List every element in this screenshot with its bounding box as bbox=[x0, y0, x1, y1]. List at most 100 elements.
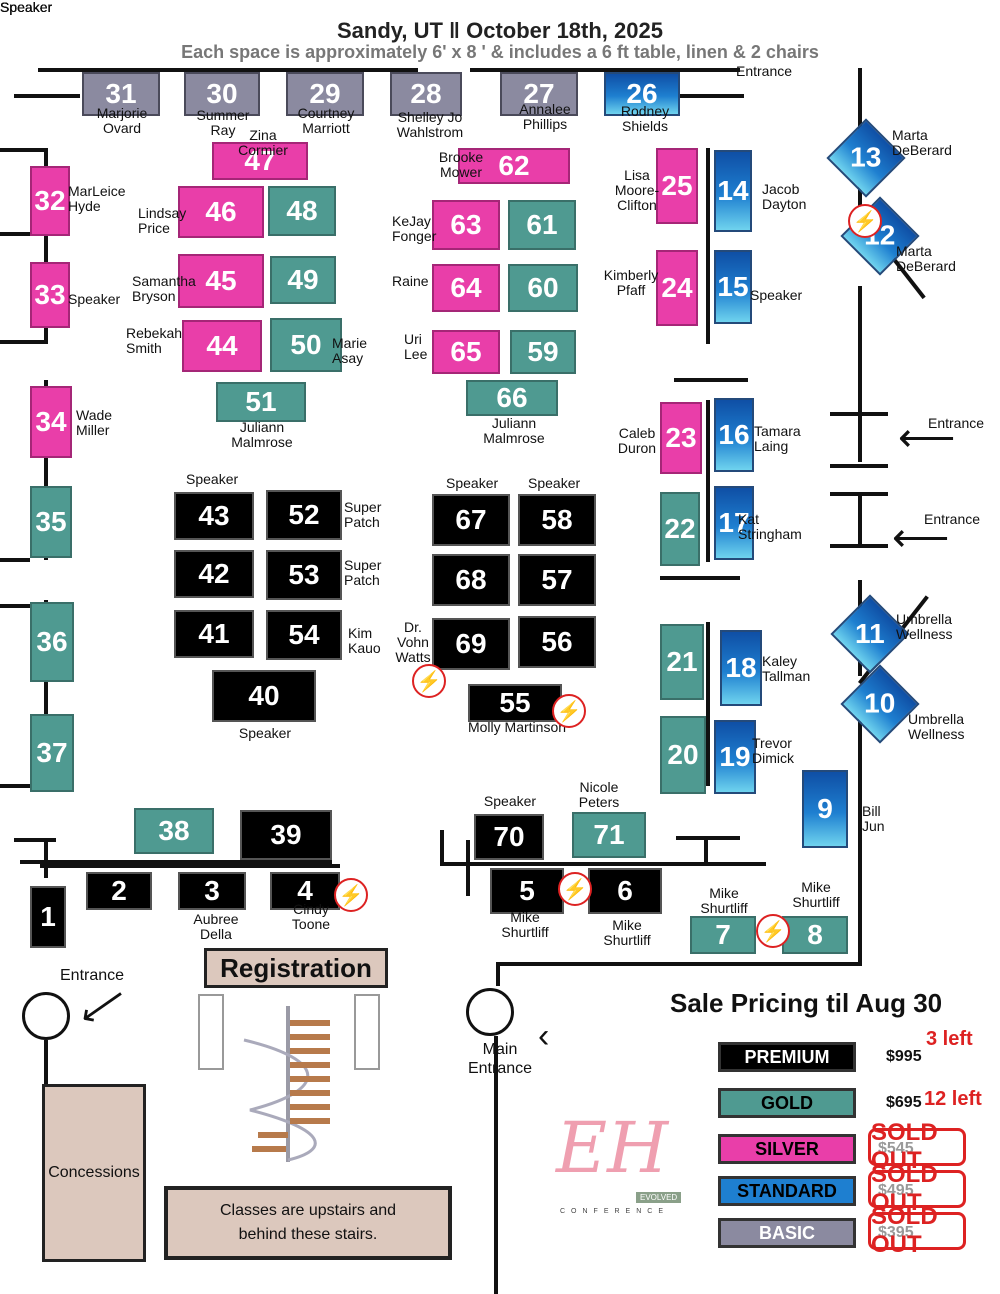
booth-48[interactable]: 48 bbox=[268, 186, 336, 236]
booth-62[interactable]: 62 bbox=[458, 148, 570, 184]
booth-68[interactable]: 68 bbox=[432, 554, 510, 606]
booth-7[interactable]: 7 bbox=[690, 916, 756, 954]
booth-52[interactable]: 52 bbox=[266, 490, 342, 540]
booth-21[interactable]: 21 bbox=[660, 624, 704, 700]
booth-22[interactable]: 22 bbox=[660, 492, 700, 566]
booth-24[interactable]: 24 bbox=[656, 250, 698, 326]
booth-15[interactable]: 15 bbox=[714, 250, 752, 324]
booth-67[interactable]: 67 bbox=[432, 494, 510, 546]
booth-number: 27 bbox=[523, 78, 555, 109]
booth-19[interactable]: 19 bbox=[714, 720, 756, 794]
legend-tier-gold: GOLD bbox=[718, 1088, 856, 1118]
entrance-right-label-2: Entrance bbox=[924, 511, 981, 527]
booth-57[interactable]: 57 bbox=[518, 554, 596, 606]
booth-44[interactable]: 44 bbox=[182, 320, 262, 372]
booth-32[interactable]: 32 bbox=[30, 166, 70, 236]
booth-vendor-label: Rebekah Smith bbox=[126, 325, 183, 356]
booth-18[interactable]: 18 bbox=[720, 630, 762, 706]
door-icon bbox=[22, 992, 70, 1040]
booth-60[interactable]: 60 bbox=[508, 264, 578, 312]
booth-vendor-label: Super Patch bbox=[344, 499, 382, 530]
booth-1[interactable]: 1 bbox=[30, 886, 66, 948]
booth-71[interactable]: 71 bbox=[572, 812, 646, 858]
booth-39[interactable]: 39 bbox=[240, 810, 332, 860]
booth-31[interactable]: 31 bbox=[82, 72, 160, 116]
wall bbox=[0, 340, 48, 344]
booth-42[interactable]: 42 bbox=[174, 550, 254, 598]
booth-vendor-label: Marta DeBerard bbox=[892, 127, 952, 158]
booth-4[interactable]: 4 bbox=[270, 872, 340, 910]
booth-vendor-label: Speaker bbox=[238, 725, 292, 741]
booth-59[interactable]: 59 bbox=[510, 330, 576, 374]
booth-40[interactable]: 40 bbox=[212, 670, 316, 722]
booth-vendor-label: Annalee Phillips bbox=[519, 101, 571, 132]
booth-70[interactable]: 70 bbox=[474, 814, 544, 860]
booth-38[interactable]: 38 bbox=[134, 808, 214, 854]
booth-33[interactable]: 33 bbox=[30, 262, 70, 328]
legend-title: Sale Pricing til Aug 30 bbox=[670, 988, 943, 1018]
booth-29[interactable]: 29 bbox=[286, 72, 364, 116]
booth-number: 10 bbox=[864, 688, 896, 719]
booth-49[interactable]: 49 bbox=[270, 256, 336, 304]
booth-number: 54 bbox=[288, 619, 320, 650]
booth-55[interactable]: 55 bbox=[468, 684, 562, 722]
booth-54[interactable]: 54 bbox=[266, 610, 342, 660]
booth-43[interactable]: 43 bbox=[174, 492, 254, 540]
booth-number: 51 bbox=[245, 386, 277, 417]
booth-66[interactable]: 66 bbox=[466, 380, 558, 416]
booth-5[interactable]: 5 bbox=[490, 868, 564, 914]
booth-16[interactable]: 16 bbox=[714, 398, 754, 472]
booth-28[interactable]: 28 bbox=[390, 72, 462, 116]
booth-41[interactable]: 41 bbox=[174, 610, 254, 658]
power-outlet-icon: ⚡ bbox=[558, 872, 592, 906]
booth-17[interactable]: 17 bbox=[714, 486, 754, 560]
booth-47[interactable]: 47 bbox=[212, 142, 308, 180]
booth-51[interactable]: 51 bbox=[216, 382, 306, 422]
booth-3[interactable]: 3 bbox=[178, 872, 246, 910]
booth-23[interactable]: 23 bbox=[660, 402, 702, 474]
booth-61[interactable]: 61 bbox=[508, 200, 576, 250]
booth-58[interactable]: 58 bbox=[518, 494, 596, 546]
booth-45[interactable]: 45 bbox=[178, 254, 264, 308]
wall bbox=[660, 576, 740, 580]
booth-number: 1 bbox=[40, 901, 56, 932]
booth-50[interactable]: 50 bbox=[270, 318, 342, 372]
booth-vendor-label: Zina Cormier bbox=[238, 127, 288, 158]
booth-30[interactable]: 30 bbox=[184, 72, 260, 116]
wall bbox=[706, 148, 710, 344]
booth-6[interactable]: 6 bbox=[588, 868, 662, 914]
booth-number: 23 bbox=[665, 422, 697, 453]
booth-25[interactable]: 25 bbox=[656, 148, 698, 224]
booth-8[interactable]: 8 bbox=[782, 916, 848, 954]
booth-20[interactable]: 20 bbox=[660, 716, 706, 794]
booth-69[interactable]: 69 bbox=[432, 618, 510, 670]
booth-63[interactable]: 63 bbox=[432, 200, 500, 250]
booth-number: 21 bbox=[666, 646, 698, 677]
booth-vendor-label: Shelley Jo Wahlstrom bbox=[396, 109, 464, 140]
booth-number: 34 bbox=[35, 406, 67, 437]
booth-46[interactable]: 46 bbox=[178, 186, 264, 238]
booth-37[interactable]: 37 bbox=[30, 714, 74, 792]
booth-34[interactable]: 34 bbox=[30, 386, 72, 458]
booth-number: 19 bbox=[719, 741, 751, 772]
booth-35[interactable]: 35 bbox=[30, 486, 72, 558]
booth-64[interactable]: 64 bbox=[432, 264, 500, 312]
booth-9[interactable]: 9 bbox=[802, 770, 848, 848]
wall bbox=[706, 400, 710, 562]
booth-65[interactable]: 65 bbox=[432, 330, 500, 374]
booth-14[interactable]: 14 bbox=[714, 150, 752, 232]
booth-number: 42 bbox=[198, 558, 230, 589]
booth-56[interactable]: 56 bbox=[518, 616, 596, 668]
booth-26[interactable]: 26 bbox=[604, 72, 680, 116]
wall bbox=[44, 150, 48, 340]
booth-number: 3 bbox=[204, 875, 220, 906]
booth-27[interactable]: 27 bbox=[500, 72, 578, 116]
booth-36[interactable]: 36 bbox=[30, 602, 74, 682]
booth-number: 4 bbox=[297, 875, 313, 906]
wall bbox=[440, 830, 444, 866]
booth-number: 62 bbox=[498, 150, 530, 181]
booth-number: 44 bbox=[206, 330, 238, 361]
booth-2[interactable]: 2 bbox=[86, 872, 152, 910]
wall bbox=[44, 838, 48, 878]
booth-53[interactable]: 53 bbox=[266, 550, 342, 600]
